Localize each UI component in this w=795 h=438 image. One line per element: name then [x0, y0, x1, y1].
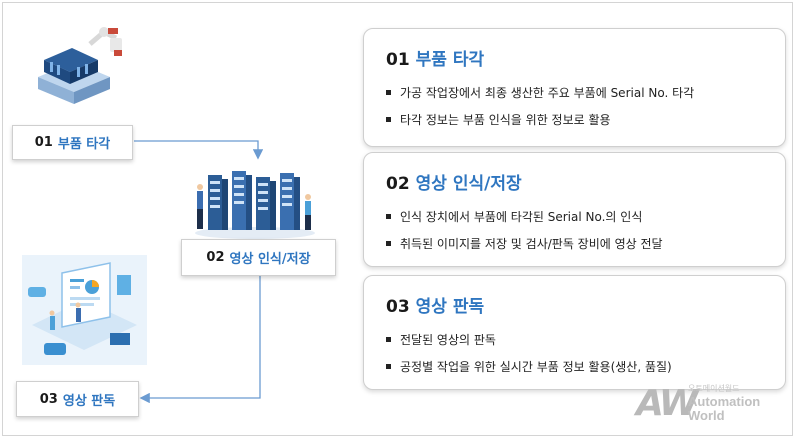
card-bullet: 취득된 이미지를 저장 및 검사/판독 장비에 영상 전달: [386, 235, 785, 252]
card-bullet: 공정별 작업을 위한 실시간 부품 정보 활용(생산, 품질): [386, 358, 785, 375]
watermark-logo: AW: [636, 383, 699, 424]
step-label-02: 02 영상 인식/저장: [181, 239, 336, 276]
bullet-text: 타각 정보는 부품 인식을 위한 정보로 활용: [400, 113, 611, 127]
connector-02-to-03: [139, 276, 261, 404]
card-number: 03: [386, 297, 410, 317]
step-number: 03: [39, 391, 58, 407]
watermark-korean: 오토메이션월드: [688, 384, 740, 393]
watermark-line-2: World: [688, 408, 725, 423]
card-bullet: 가공 작업장에서 최종 생산한 주요 부품에 Serial No. 타각: [386, 84, 785, 101]
server-rack-illustration: [195, 171, 315, 239]
card-number: 01: [386, 50, 410, 70]
card-heading: 영상 판독: [415, 297, 485, 317]
step-label-03: 03 영상 판독: [16, 381, 139, 417]
bullet-text: 취득된 이미지를 저장 및 검사/판독 장비에 영상 전달: [400, 237, 663, 251]
card-number: 02: [386, 174, 410, 194]
step-number: 02: [206, 250, 225, 265]
card-bullet: 인식 장치에서 부품에 타각된 Serial No.의 인식: [386, 208, 785, 225]
bullet-marker: [386, 364, 391, 369]
step-number: 01: [34, 135, 53, 150]
step-title: 부품 타각: [57, 137, 111, 152]
step-label-01: 01 부품 타각: [12, 125, 133, 160]
bullet-text: 전달된 영상의 판독: [400, 333, 496, 347]
card-heading: 영상 인식/저장: [415, 174, 522, 194]
card-bullet: 전달된 영상의 판독: [386, 331, 785, 348]
bullet-text: 공정별 작업을 위한 실시간 부품 정보 활용(생산, 품질): [400, 360, 672, 374]
card-heading: 부품 타각: [415, 50, 485, 70]
bullet-marker: [386, 337, 391, 342]
automation-world-watermark: AW 오토메이션월드 Automation World: [636, 381, 791, 433]
bullet-text: 가공 작업장에서 최종 생산한 주요 부품에 Serial No. 타각: [400, 86, 695, 100]
step-title: 영상 판독: [62, 393, 116, 409]
step-title: 영상 인식/저장: [229, 252, 311, 267]
bullet-marker: [386, 90, 391, 95]
watermark-line-1: Automation: [688, 394, 761, 409]
bullet-marker: [386, 117, 391, 122]
card-bullet: 타각 정보는 부품 인식을 위한 정보로 활용: [386, 111, 785, 128]
bullet-marker: [386, 241, 391, 246]
image-analysis-illustration: [22, 255, 147, 365]
bullet-text: 인식 장치에서 부품에 타각된 Serial No.의 인식: [400, 210, 643, 224]
machine-engraving-illustration: [38, 27, 122, 104]
connector-01-to-02: [134, 140, 264, 160]
bullet-marker: [386, 214, 391, 219]
